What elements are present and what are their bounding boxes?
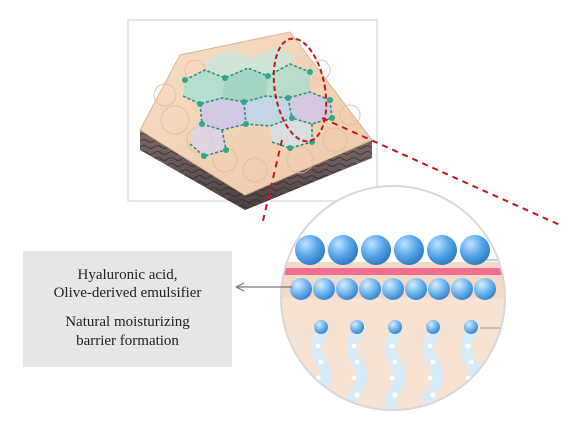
ingredient-callout-box: Hyaluronic acid, Olive-derived emulsifie… xyxy=(23,251,232,367)
magnifier-ring xyxy=(280,185,506,411)
callout-effect-line1: Natural moisturizing xyxy=(65,314,190,330)
barrier-layer-band xyxy=(281,268,505,275)
callout-ingredients-line1: Hyaluronic acid, xyxy=(77,267,178,283)
magnified-view xyxy=(280,185,506,411)
callout-ingredients-line2: Olive-derived emulsifier xyxy=(53,285,202,301)
zoom-selection-ellipse xyxy=(272,37,328,143)
callout-arrow xyxy=(235,282,292,292)
moisture-bubble-row-bottom xyxy=(290,278,496,300)
cell-network xyxy=(182,48,335,159)
callout-effect-line2: barrier formation xyxy=(76,333,179,349)
skin-block-illustration xyxy=(127,19,378,210)
zoom-guide-line-left xyxy=(261,139,283,226)
moisture-bubble-row-top xyxy=(295,235,490,265)
